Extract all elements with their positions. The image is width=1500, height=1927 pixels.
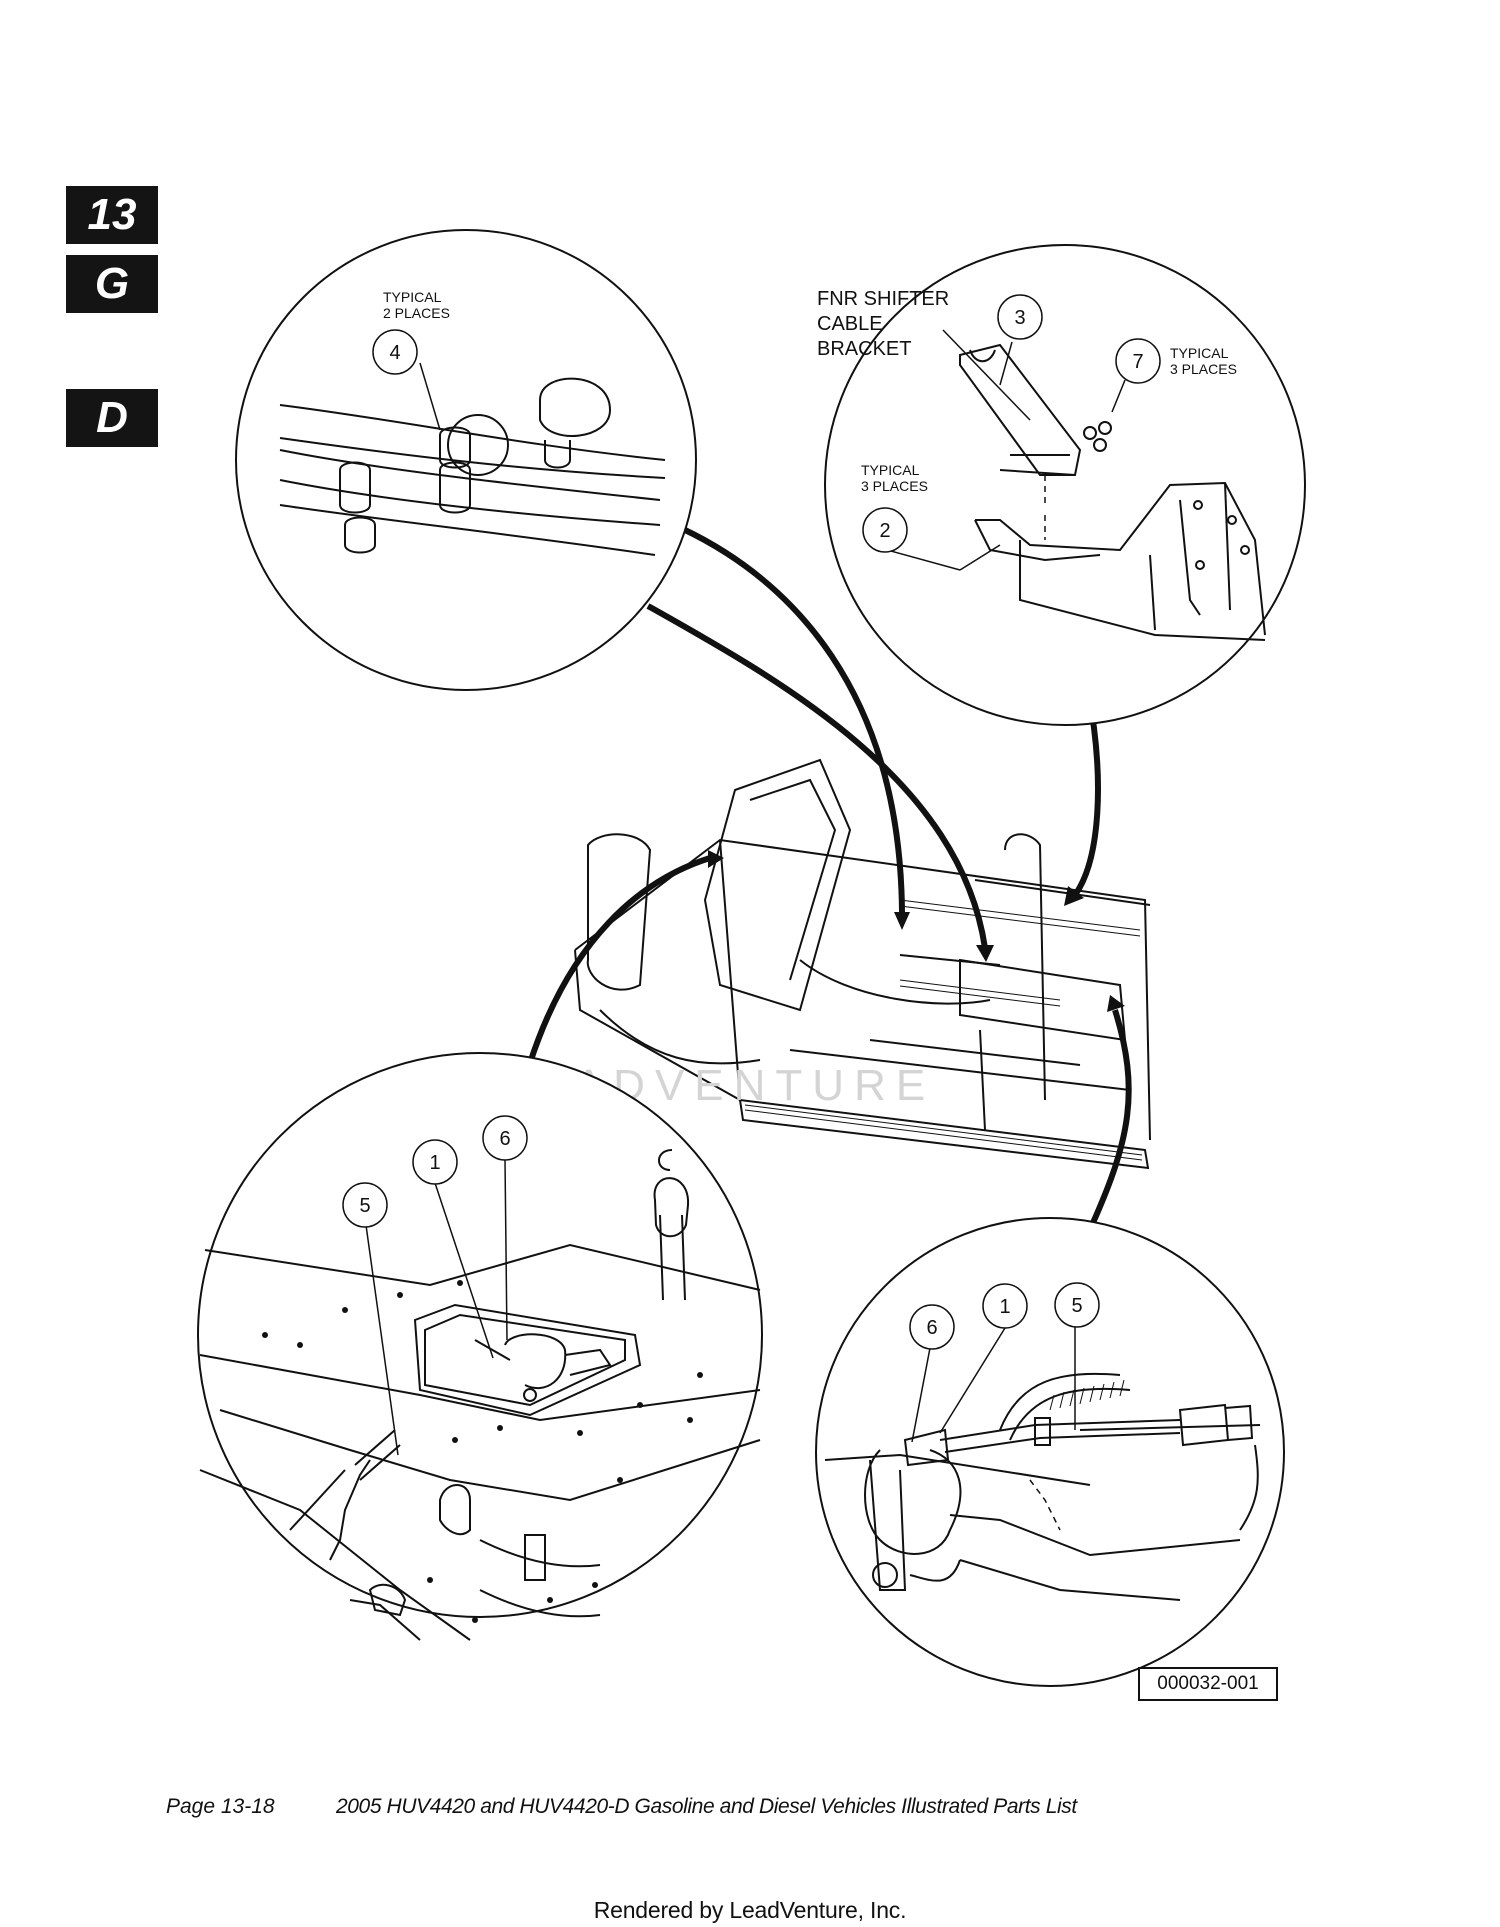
leader-line	[419, 362, 441, 431]
callout-4: 4	[389, 342, 400, 364]
leader-line	[1111, 379, 1126, 413]
figure-number: 000032-001	[1138, 1667, 1278, 1701]
callout-6: 6	[926, 1317, 937, 1339]
leader-line	[364, 1217, 399, 1456]
callout-circle-1	[982, 1283, 1028, 1329]
callout-5: 5	[1071, 1295, 1082, 1317]
callout-circle-6	[482, 1115, 528, 1161]
callout-circle-1	[412, 1139, 458, 1185]
callout-6: 6	[499, 1128, 510, 1150]
rendered-by-credit: Rendered by LeadVenture, Inc.	[593, 1897, 907, 1923]
callout-1: 1	[429, 1152, 440, 1174]
leader-line	[879, 547, 961, 571]
screw	[959, 544, 1001, 571]
typical-note-tr-a-line1: TYPICAL	[1170, 345, 1229, 361]
footer-document-title: 2005 HUV4420 and HUV4420-D Gasoline and …	[336, 1795, 1077, 1818]
leader-line	[942, 329, 1031, 421]
callout-circle-4	[372, 329, 418, 375]
callout-3: 3	[1014, 307, 1025, 329]
section-tab-g: G	[66, 255, 158, 313]
vehicle-chassis	[574, 758, 1151, 1170]
leader-line	[504, 1159, 508, 1341]
callout-7: 7	[1132, 351, 1143, 373]
callout-circle-7	[1115, 338, 1161, 384]
leader-line	[999, 341, 1013, 386]
leader-line	[911, 1347, 931, 1443]
detail-bl-artwork	[199, 1149, 761, 1641]
callout-circle-5	[1054, 1282, 1100, 1328]
callout-circle-3	[997, 294, 1043, 340]
leader-line	[939, 1327, 1006, 1434]
callout-1: 1	[999, 1296, 1010, 1318]
typical-note-tr-b-line2: 3 PLACES	[861, 478, 928, 494]
detail-br-artwork	[824, 1372, 1261, 1601]
bracket-title-line1: FNR SHIFTER	[817, 288, 949, 310]
dashed-line-br	[1029, 1479, 1061, 1531]
detail-tl-artwork	[279, 377, 666, 556]
leader-line	[434, 1182, 494, 1359]
cable-wrap-br	[1049, 1379, 1125, 1411]
typical-note-tl-line2: 2 PLACES	[383, 305, 450, 321]
detail-tr-artwork	[959, 343, 1266, 641]
callout-2: 2	[879, 520, 890, 542]
detail-circle-bottom-right	[815, 1217, 1285, 1687]
footer-page-number: Page 13-18	[166, 1795, 275, 1818]
section-tab-d: D	[66, 389, 158, 447]
callout-5: 5	[359, 1195, 370, 1217]
typical-note-tl-line1: TYPICAL	[383, 289, 442, 305]
callout-circle-6	[909, 1304, 955, 1350]
rivets-bl	[262, 1280, 703, 1623]
detail-circle-top-left	[235, 229, 697, 691]
callout-circle-5	[342, 1182, 388, 1228]
detail-circle-top-right	[824, 244, 1306, 726]
detail-circle-bottom-left	[197, 1052, 763, 1618]
callout-circle-2	[862, 507, 908, 553]
chassis-hatching	[744, 899, 1143, 1161]
section-tab-13: 13	[66, 186, 158, 244]
typical-note-tr-a-line2: 3 PLACES	[1170, 361, 1237, 377]
typical-note-tr-b-line1: TYPICAL	[861, 462, 920, 478]
bracket-title-line2: CABLE	[817, 313, 883, 335]
bracket-title-line3: BRACKET	[817, 338, 911, 360]
